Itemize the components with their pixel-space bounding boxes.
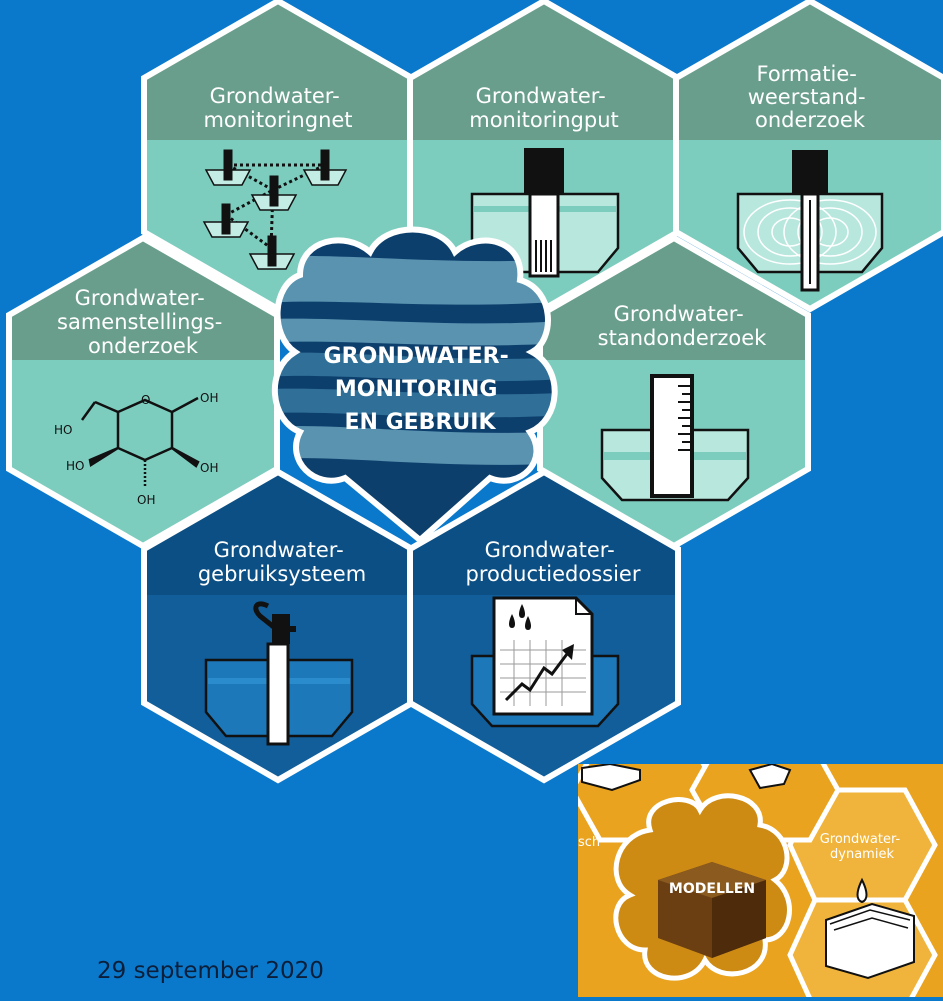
glucose-molecule-icon	[80, 396, 200, 488]
resistance-field-icon	[736, 150, 884, 292]
molecule-labels: OH HO HO OH OH O	[54, 391, 218, 507]
modellen-thumbnail: MODELLEN Grondwater- dynamiek sch	[578, 764, 943, 997]
tile-title: Grondwater- gebruiksysteem	[198, 538, 366, 586]
tile-title: Grondwater- monitoringnet	[203, 84, 352, 132]
modellen-label: MODELLEN	[669, 881, 755, 897]
svg-text:OH: OH	[200, 391, 218, 405]
tile-title: Grondwater- productiedossier	[466, 538, 641, 586]
production-document-icon	[470, 596, 620, 728]
svg-text:O: O	[141, 393, 150, 407]
top-thumbnail-icons	[581, 764, 792, 792]
svg-text:OH: OH	[137, 493, 155, 507]
svg-text:OH: OH	[200, 461, 218, 475]
tile-title: Grondwater- standonderzoek	[598, 302, 768, 350]
footer-date: 29 september 2020	[97, 958, 324, 984]
hand-pump-icon	[204, 601, 354, 746]
network-of-wells-icon	[202, 149, 348, 270]
partial-label: sch	[578, 835, 600, 850]
tile-title: Grondwater- samenstellings- onderzoek	[57, 286, 229, 358]
tile-title: Grondwater- monitoringput	[469, 84, 619, 132]
svg-text:HO: HO	[54, 423, 72, 437]
grondwaterdynamiek-label: Grondwater- dynamiek	[820, 832, 905, 862]
groundwater-dynamics-icon	[825, 877, 915, 980]
tile-grondwatermonitoringput: Grondwater- monitoringput	[407, 0, 681, 313]
center-title: GRONDWATER- MONITORING EN GEBRUIK	[324, 344, 517, 435]
tile-title: Formatie- weerstand- onderzoek	[748, 62, 873, 132]
svg-text:HO: HO	[66, 459, 84, 473]
water-level-gauge-icon	[600, 374, 750, 502]
